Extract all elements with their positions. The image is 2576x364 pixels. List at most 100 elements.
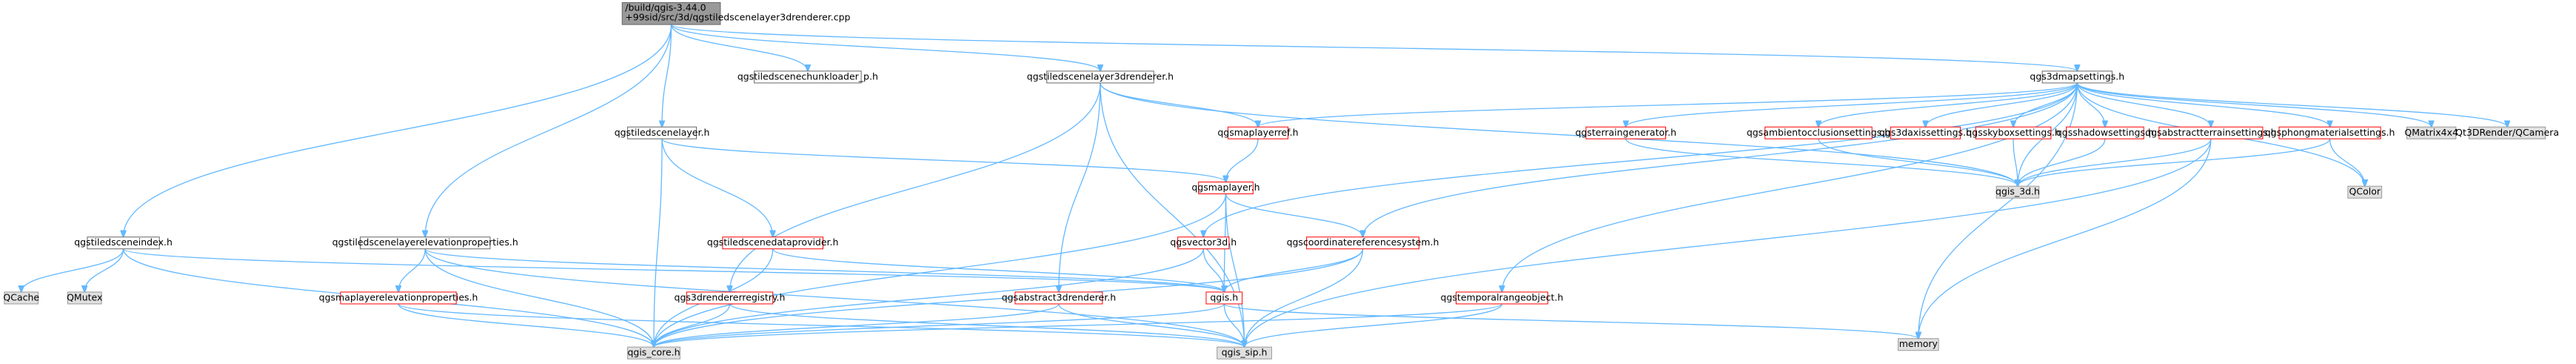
maplayerelev-node[interactable]: qgsmaplayerelevationproperties.h	[319, 291, 478, 305]
node-label: Qt3DRender/QCamera	[2455, 127, 2559, 138]
node-label: qgis.h	[1210, 291, 1238, 302]
dependency-edge	[654, 303, 1225, 347]
memory-node[interactable]: memory	[1898, 338, 1939, 351]
dependency-edge	[398, 303, 654, 347]
dependency-edge	[398, 248, 426, 292]
qcolor-node[interactable]: QColor	[2347, 186, 2383, 199]
dependency-edge	[661, 139, 773, 236]
dependency-edge	[654, 139, 663, 347]
dependency-edge	[1818, 139, 2018, 186]
dependency-edge	[398, 303, 1244, 347]
main-file-node: /build/qgis-3.44.0+99sid/src/3d/qgstiled…	[621, 1, 851, 25]
abstractterrain-node[interactable]: qgsabstractterrainsettings.h	[2145, 127, 2277, 139]
dependency-edge	[1502, 82, 2078, 292]
node-label: qgsshadowsettings.h	[2056, 127, 2154, 138]
node-label: qgis_sip.h	[1222, 347, 1268, 358]
dependency-edge	[2076, 82, 2105, 127]
qmatrix-node[interactable]: QMatrix4x4	[2404, 127, 2458, 139]
shadow-node[interactable]: qgsshadowsettings.h	[2056, 127, 2154, 139]
node-label: qgsmaplayerref.h	[1217, 127, 1298, 138]
chunkloader-node[interactable]: qgstiledscenechunkloader_p.h	[737, 70, 878, 84]
dependency-edge	[122, 248, 1225, 292]
node-label: qgstiledscenelayer3drenderer.h	[1027, 70, 1174, 82]
dependency-edge	[1225, 139, 1259, 182]
node-label: qgstemporalrangeobject.h	[1441, 291, 1564, 302]
node-label: qgis_3d.h	[1995, 186, 2040, 197]
qgis-node[interactable]: qgis.h	[1205, 291, 1243, 305]
dependency-edge	[654, 193, 1227, 347]
skybox-node[interactable]: qgsskyboxsettings.h	[1966, 127, 2061, 139]
dependency-edge	[1626, 82, 2078, 127]
dependency-edge	[1100, 82, 1258, 127]
layer-node[interactable]: qgstiledscenelayer.h	[615, 127, 710, 139]
temporal-node[interactable]: qgstemporalrangeobject.h	[1441, 291, 1564, 305]
dependency-edge	[772, 248, 1225, 292]
qmutex-node[interactable]: QMutex	[67, 291, 102, 305]
dependency-edge	[1918, 139, 2212, 338]
maplayerref-node[interactable]: qgsmaplayerref.h	[1217, 127, 1299, 139]
dependency-edge	[1224, 248, 1364, 292]
dependency-edge	[1245, 139, 2212, 347]
node-label: memory	[1899, 338, 1938, 349]
dependency-edge	[1925, 82, 2078, 127]
sceneindex-node[interactable]: qgstiledsceneindex.h	[74, 236, 173, 250]
phong-node[interactable]: qgsphongmaterialsettings.h	[2265, 127, 2395, 139]
dependency-edge	[2018, 139, 2331, 186]
node-label: qgis_core.h	[627, 347, 680, 358]
dependency-edge	[2018, 139, 2212, 186]
dependency-edge	[654, 248, 1364, 347]
dependency-edge	[661, 138, 1225, 182]
renderer-node[interactable]: qgstiledscenelayer3drenderer.h	[1027, 70, 1174, 84]
dependency-edge	[729, 82, 1101, 292]
abs3drend-node[interactable]: qgsabstract3drenderer.h	[1002, 291, 1116, 305]
node-label: qgstiledscenelayerelevationproperties.h	[332, 236, 518, 248]
dependency-edge	[1625, 138, 2018, 186]
dependency-edge	[670, 24, 2078, 71]
qgissip-node[interactable]: qgis_sip.h	[1217, 347, 1272, 360]
dependency-edge	[1100, 82, 1245, 347]
dependency-edge	[1245, 248, 1364, 347]
rendreg-node[interactable]: qgs3drendererregistry.h	[675, 291, 786, 305]
node-label: qgsmaplayerelevationproperties.h	[319, 291, 478, 302]
main-file-label: +99sid/src/3d/qgstiledscenelayer3drender…	[625, 11, 850, 22]
qgiscore-node[interactable]: qgis_core.h	[627, 347, 680, 360]
vector3d-node[interactable]: qgsvector3d.h	[1170, 236, 1237, 250]
maplayer-node[interactable]: qgsmaplayer.h	[1191, 182, 1260, 194]
qcamera-node[interactable]: Qt3DRender/QCamera	[2455, 127, 2559, 139]
dependency-edge	[84, 248, 124, 292]
dependency-edge	[1245, 303, 1503, 347]
node-label: qgs3dmapsettings.h	[2030, 70, 2124, 82]
main-file-label: /build/qgis-3.44.0	[625, 1, 706, 13]
dependency-edge	[2076, 82, 2431, 127]
dependency-edge	[21, 248, 124, 292]
node-label: QMutex	[67, 291, 102, 302]
node-label: qgstiledscenechunkloader_p.h	[737, 70, 878, 82]
dependency-edge	[1819, 82, 2078, 127]
dependency-edge	[2018, 139, 2106, 186]
dependency-edge	[654, 248, 1204, 347]
axis-node[interactable]: qgs3daxissettings.h	[1879, 127, 1972, 139]
dataprovider-node[interactable]: qgstiledscenedataprovider.h	[707, 236, 839, 250]
qgis3d-node[interactable]: qgis_3d.h	[1995, 186, 2040, 199]
crs-node[interactable]: qgscoordinatereferencesystem.h	[1287, 236, 1439, 250]
node-label: qgstiledscenedataprovider.h	[707, 236, 839, 248]
qcache-node[interactable]: QCache	[3, 291, 39, 305]
dependency-edge	[2076, 82, 2329, 127]
node-label: qgstiledscenelayer.h	[615, 127, 710, 138]
dependency-edge	[654, 303, 1503, 347]
dependency-edge	[425, 24, 672, 237]
ambient-node[interactable]: qgsambientocclusionsettings.h	[1747, 127, 1890, 139]
node-label: qgsambientocclusionsettings.h	[1747, 127, 1890, 138]
terraingen-node[interactable]: qgsterraingenerator.h	[1575, 127, 1676, 139]
elevprops-node[interactable]: qgstiledscenelayerelevationproperties.h	[332, 236, 518, 250]
dependency-edge	[1258, 82, 2078, 127]
dependency-edge	[1203, 82, 2078, 237]
dependency-edge	[2076, 82, 2211, 127]
mapsettings-node[interactable]: qgs3dmapsettings.h	[2030, 70, 2124, 84]
dependency-edge	[654, 303, 731, 347]
node-label: qgsvector3d.h	[1170, 236, 1237, 248]
dependency-edge	[2013, 139, 2018, 186]
node-label: QMatrix4x4	[2404, 127, 2458, 138]
node-label: qgsskyboxsettings.h	[1966, 127, 2060, 138]
